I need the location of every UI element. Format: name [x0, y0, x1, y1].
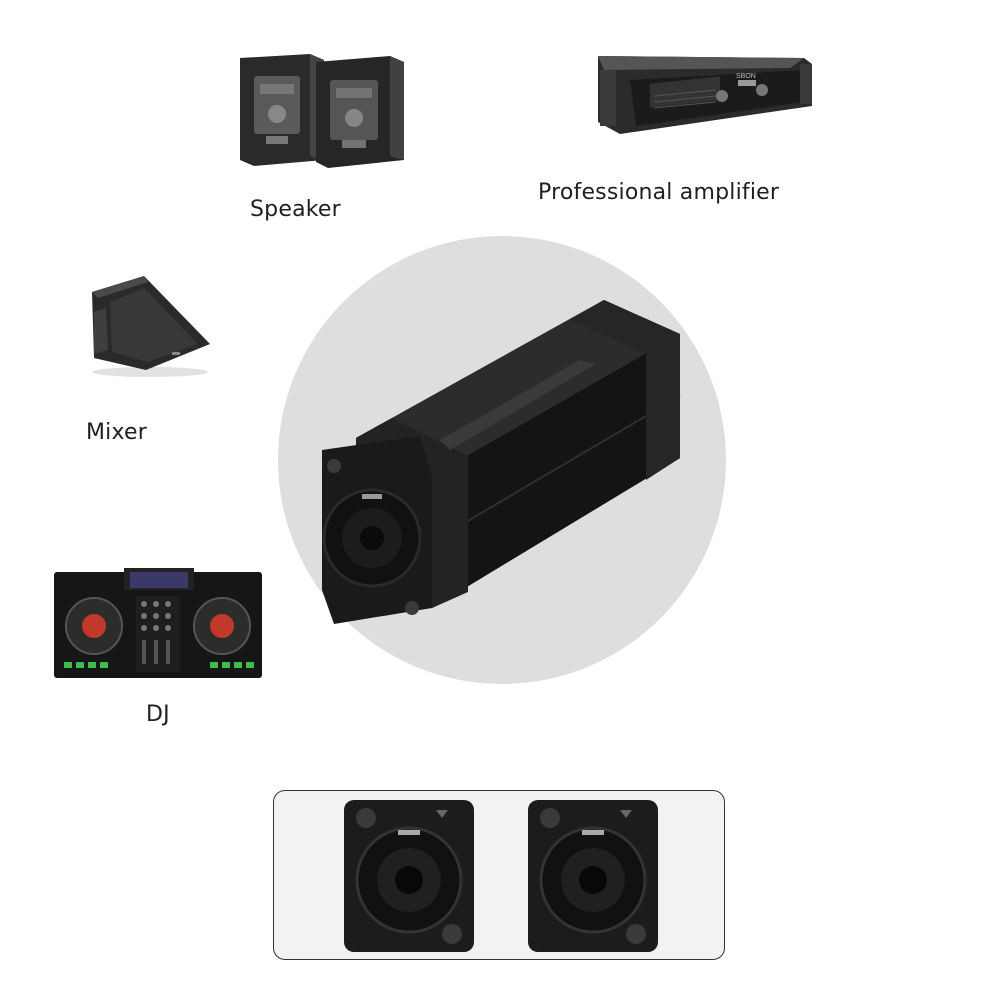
dj-controller-image	[54, 568, 264, 680]
stage-monitor-image	[86, 272, 214, 378]
amplifier-label: Professional amplifier	[538, 180, 780, 205]
dj-label: DJ	[146, 702, 170, 727]
speakon-coupler-image	[300, 290, 700, 640]
amplifier-image: SBON	[590, 50, 820, 142]
speaker-pair-image	[236, 48, 408, 172]
speaker-label: Speaker	[250, 197, 341, 222]
speakon-socket-image	[528, 800, 658, 952]
speakon-socket-image	[344, 800, 474, 952]
amp-brand-text: SBON	[736, 73, 756, 80]
mixer-label: Mixer	[86, 420, 148, 445]
